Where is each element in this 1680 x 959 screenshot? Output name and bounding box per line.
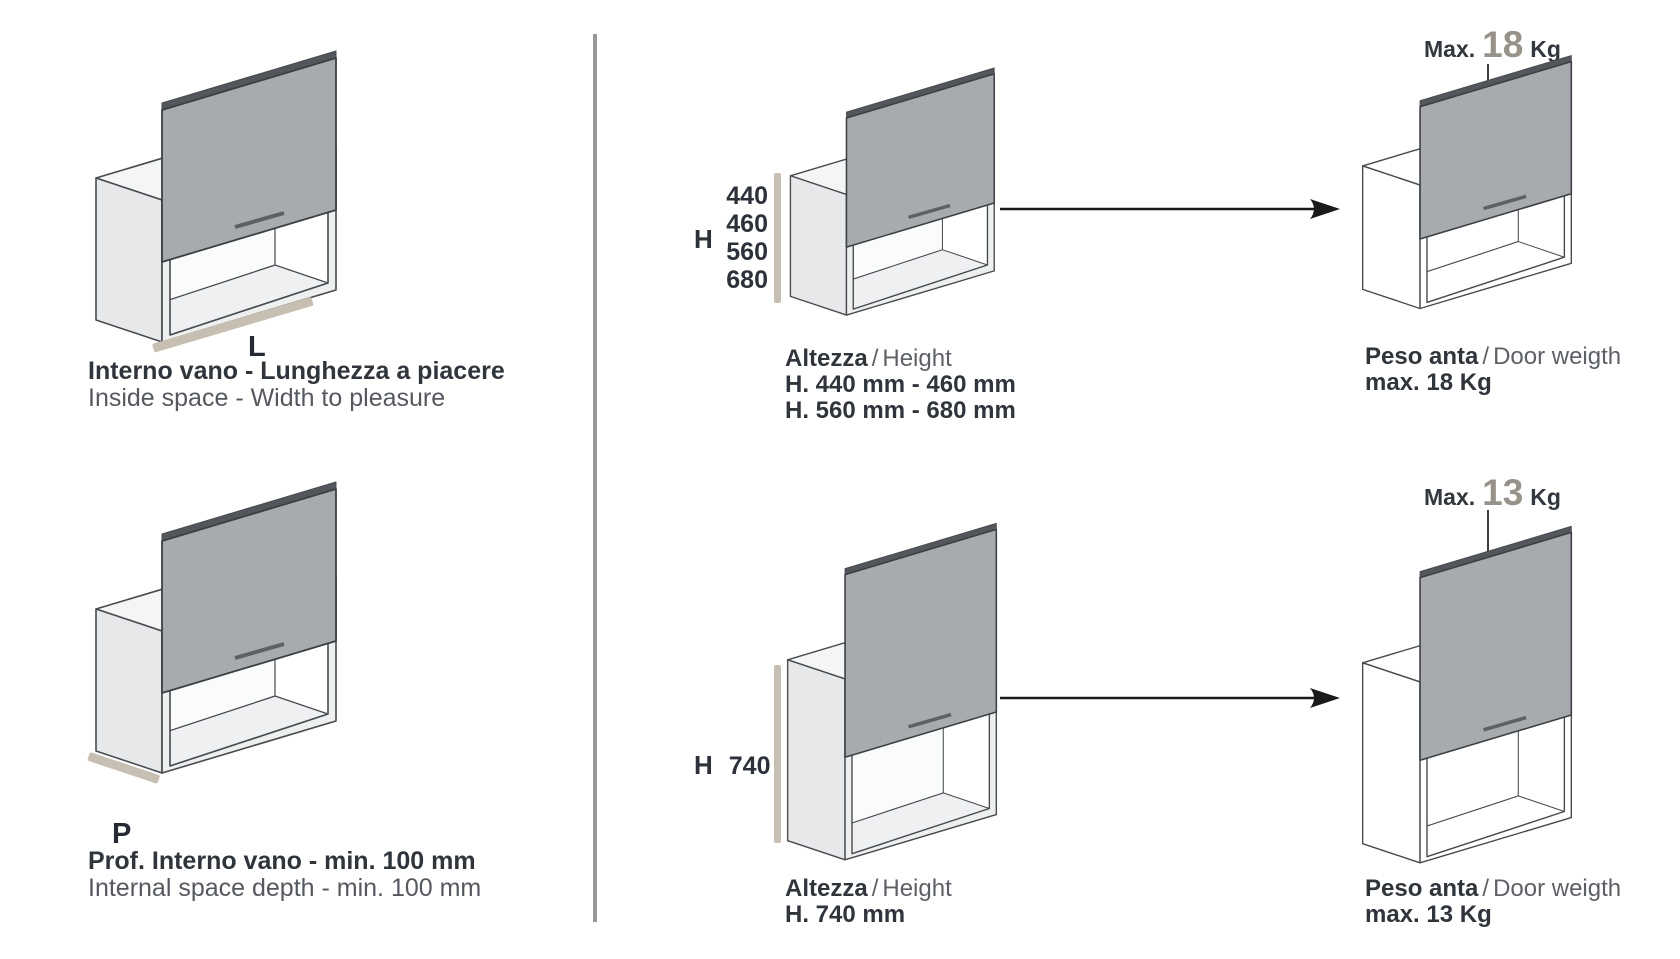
depth-caption-italian: Prof. Interno vano - min. 100 mm: [88, 847, 476, 875]
height-scale-bar: [774, 173, 781, 303]
caption-separator: /: [1482, 875, 1490, 902]
height-tick: 680: [726, 266, 768, 294]
width-dimension-label: L: [248, 331, 266, 363]
max-weight-value: 18: [1482, 24, 1524, 65]
weight-value-line: max. 18 Kg: [1365, 369, 1492, 396]
weight-caption-english: Door weigth: [1493, 875, 1622, 902]
height-tick: 560: [726, 238, 768, 266]
caption-separator: /: [871, 345, 879, 372]
max-word: Max.: [1424, 484, 1476, 510]
height-axis-label: H: [694, 224, 713, 254]
height-caption-italian: Altezza: [785, 875, 868, 902]
column-divider: [593, 34, 597, 922]
height-caption-english: Height: [882, 345, 952, 372]
height-scale-bar: [774, 665, 781, 843]
weight-value-line: max. 13 Kg: [1365, 901, 1492, 928]
caption-separator: /: [1482, 343, 1490, 370]
height-740-scale-label: H 740: [694, 750, 771, 781]
caption-separator: /: [871, 875, 879, 902]
max-weight-label-18: Max. 18 Kg: [1424, 24, 1561, 66]
arrow-right-icon: [1000, 687, 1340, 709]
weight-caption-english: Door weigth: [1493, 343, 1622, 370]
height-axis-label: H: [694, 750, 713, 780]
max-weight-value: 13: [1482, 472, 1524, 513]
height-caption-italian: Altezza: [785, 345, 868, 372]
max-weight-unit: Kg: [1530, 36, 1561, 62]
arrow-right-icon: [1000, 198, 1340, 220]
max-weight-label-13: Max. 13 Kg: [1424, 472, 1561, 514]
height-range-line-1: H. 440 mm - 460 mm: [785, 371, 1016, 398]
weight-18-caption: Peso anta/Door weigth max. 18 Kg: [1365, 344, 1621, 396]
weight-caption-italian: Peso anta: [1365, 343, 1479, 370]
height-caption-english: Height: [882, 875, 952, 902]
cabinet-illustration-depth: [94, 480, 338, 775]
max-word: Max.: [1424, 36, 1476, 62]
depth-caption-english: Internal space depth - min. 100 mm: [88, 874, 482, 902]
height-range-line-2: H. 560 mm - 680 mm: [785, 397, 1016, 424]
height-tick-values: 440 460 560 680: [712, 182, 768, 294]
width-caption-english: Inside space - Width to pleasure: [88, 384, 446, 412]
depth-caption: Prof. Interno vano - min. 100 mm Interna…: [88, 848, 481, 902]
depth-dimension-label: P: [112, 818, 132, 850]
weight-caption-italian: Peso anta: [1365, 875, 1479, 902]
weight-13-caption: Peso anta/Door weigth max. 13 Kg: [1365, 876, 1621, 928]
width-caption-italian: Interno vano - Lunghezza a piacere: [88, 357, 505, 385]
cabinet-illustration-weight-13: [1360, 524, 1574, 865]
height-range-caption: Altezza/Height H. 440 mm - 460 mm H. 560…: [785, 346, 1016, 424]
cabinet-illustration-height-range: [788, 66, 996, 317]
height-tick: 460: [726, 210, 768, 238]
height-range-line-1: H. 740 mm: [785, 901, 906, 928]
max-weight-unit: Kg: [1530, 484, 1561, 510]
height-tick: 440: [726, 182, 768, 210]
height-value: 740: [728, 752, 771, 780]
width-caption: Interno vano - Lunghezza a piacere Insid…: [88, 358, 505, 412]
cabinet-illustration-weight-18: [1360, 53, 1574, 311]
height-740-caption: Altezza/Height H. 740 mm: [785, 876, 952, 928]
weight-pointer-line: [1487, 510, 1489, 580]
